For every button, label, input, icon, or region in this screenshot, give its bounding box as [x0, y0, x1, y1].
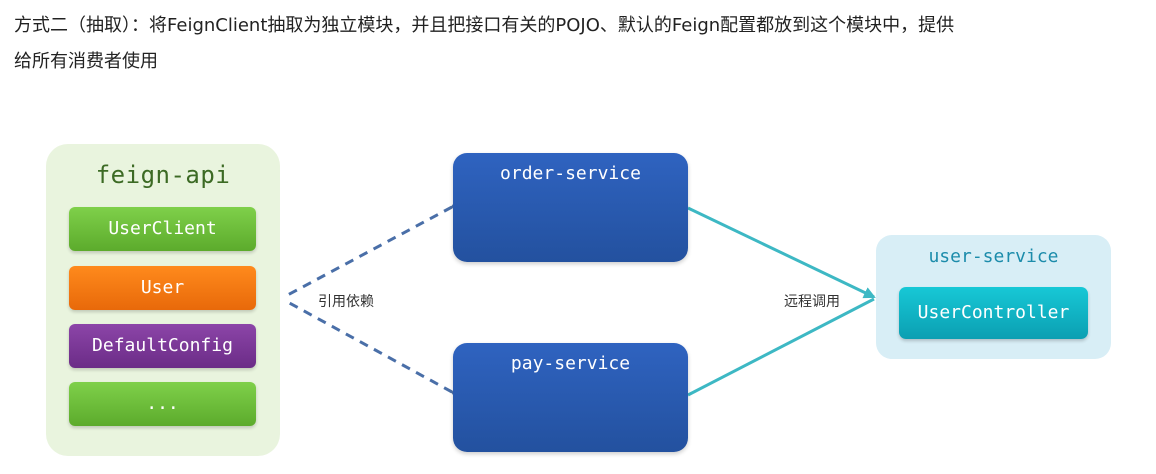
remote-call-arrow-pay [687, 297, 875, 397]
intro-text: 方式二（抽取）：将FeignClient抽取为独立模块，并且把接口有关的POJO… [14, 8, 1144, 80]
default-config-chip: DefaultConfig [69, 324, 256, 368]
intro-line-2: 给所有消费者使用 [14, 51, 158, 72]
order-service-box: order-service [453, 153, 688, 262]
more-items-chip: ... [69, 382, 256, 426]
user-controller-chip: UserController [899, 287, 1088, 339]
intro-line-1: 方式二（抽取）：将FeignClient抽取为独立模块，并且把接口有关的POJO… [14, 15, 955, 36]
pay-service-box: pay-service [453, 343, 688, 452]
feign-api-title: feign-api [95, 161, 231, 189]
user-pojo-chip: User [69, 266, 256, 310]
feign-api-module: feign-api UserClient User DefaultConfig … [46, 144, 280, 456]
remote-call-arrow-order [687, 206, 876, 299]
user-service-title: user-service [928, 246, 1059, 267]
user-service-box: user-service UserController [876, 235, 1111, 359]
user-client-chip: UserClient [69, 207, 256, 251]
dependency-label: 引用依赖 [318, 294, 374, 310]
order-service-title: order-service [500, 163, 641, 184]
remote-call-label: 远程调用 [784, 294, 840, 310]
dependency-arrow-order [283, 198, 462, 299]
pay-service-title: pay-service [510, 353, 631, 374]
dependency-arrow-pay [283, 298, 462, 401]
